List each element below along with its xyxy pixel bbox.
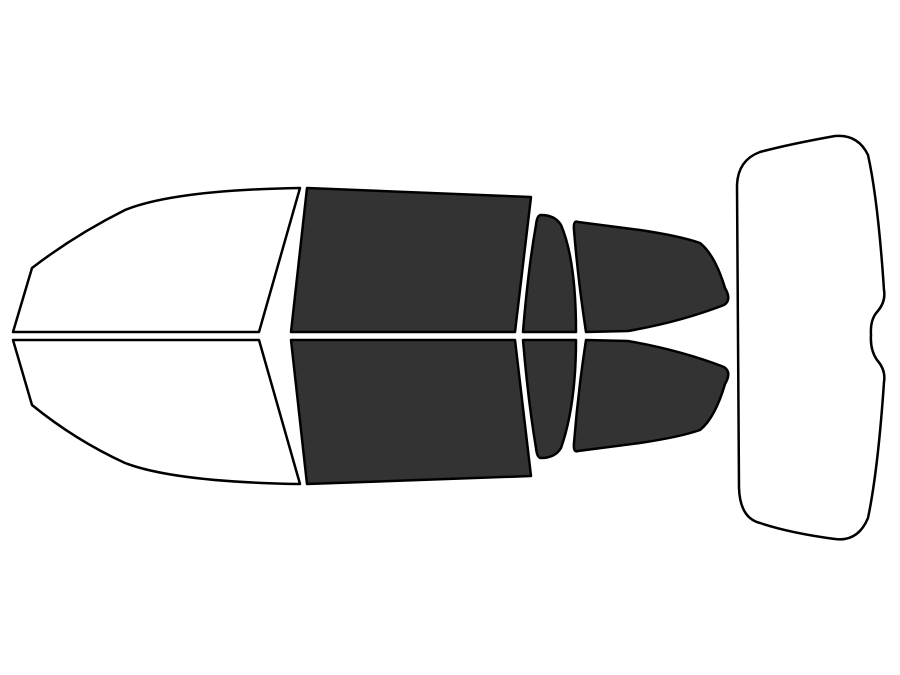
- rear-window[interactable]: [735, 134, 886, 541]
- rear-quarter-window-lower[interactable]: [572, 338, 730, 453]
- front-side-window-lower[interactable]: [289, 338, 533, 486]
- windshield-upper-half[interactable]: [11, 186, 302, 334]
- front-side-window-upper[interactable]: [289, 186, 533, 334]
- rear-door-window-upper[interactable]: [521, 213, 578, 334]
- windshield-lower-half[interactable]: [11, 338, 302, 486]
- rear-quarter-window-upper[interactable]: [572, 220, 730, 334]
- rear-door-window-lower[interactable]: [521, 338, 578, 460]
